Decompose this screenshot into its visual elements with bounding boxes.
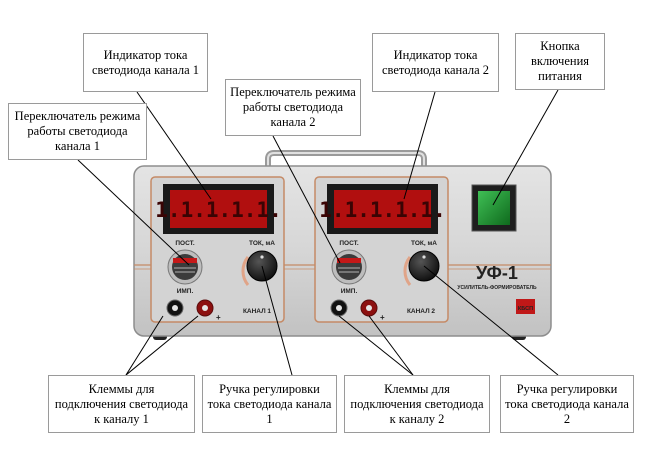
- channel2-mode-switch[interactable]: [336, 254, 362, 280]
- model-subtitle: УСИЛИТЕЛЬ-ФОРМИРОВАТЕЛЬ: [457, 285, 537, 291]
- leader-terminals2b: [368, 315, 414, 376]
- leader-terminals1a: [125, 315, 164, 376]
- channel2-display: [334, 190, 431, 228]
- callout-switch1: Переключатель режима работы светодиода к…: [8, 103, 147, 160]
- callout-terminals2: Клеммы для подключения светодиода к кана…: [344, 375, 490, 433]
- channel2-switch-top-label: ПОСТ.: [339, 240, 358, 247]
- callout-switch2: Переключатель режима работы светодиода к…: [225, 79, 361, 136]
- channel1-terminal-positive-hole: [202, 305, 208, 311]
- leader-lines: [77, 89, 559, 376]
- brand-logo-text: КБСП: [518, 306, 533, 312]
- channel2-terminal-positive-hole: [366, 305, 372, 311]
- callout-terminals1: Клеммы для подключения светодиода к кана…: [48, 375, 195, 433]
- channel2-mode-switch-red-band: [337, 258, 361, 263]
- channel2-plus-label: +: [380, 313, 385, 322]
- channel1-plus-label: +: [216, 313, 221, 322]
- leader-terminals2a: [338, 315, 414, 376]
- channel1-mode-switch-red-band: [173, 258, 197, 263]
- brand-logo: [516, 299, 535, 314]
- leader-indicator2: [403, 91, 436, 200]
- channel2-knob-pointer: [422, 255, 426, 259]
- callout-knob1: Ручка регулировки тока светодиода канала…: [202, 375, 337, 433]
- channel1-current-label: ТОК, мА: [249, 240, 275, 247]
- callout-power: Кнопка включения питания: [515, 33, 605, 90]
- channel2-current-label: ТОК, мА: [411, 240, 437, 247]
- channel2-terminal-negative-hole: [336, 305, 342, 311]
- leader-knob1: [261, 265, 293, 376]
- channel2-name-label: КАНАЛ 2: [407, 308, 435, 315]
- leader-knob2: [423, 265, 559, 376]
- leader-power: [492, 89, 559, 206]
- callout-knob2: Ручка регулировки тока светодиода канала…: [500, 375, 634, 433]
- channel1-display: [170, 190, 267, 228]
- channel1-knob-scale-arc: [241, 256, 250, 286]
- leader-indicator1: [136, 91, 212, 200]
- channel1-switch-bottom-label: ИМП.: [177, 288, 194, 295]
- channel2-switch-bottom-label: ИМП.: [341, 288, 358, 295]
- channel2-knob-scale-arc: [403, 256, 412, 286]
- channel1-display-digits: 1.1.1.1.1.: [155, 198, 281, 222]
- callout-indicator1: Индикатор тока светодиода канала 1: [83, 33, 208, 92]
- leader-switch2: [272, 135, 341, 264]
- leader-terminals1b: [125, 315, 199, 376]
- channel1-terminal-negative-hole: [172, 305, 178, 311]
- model-label: УФ-1: [476, 263, 518, 283]
- channel2-display-digits: 1.1.1.1.1.: [319, 198, 445, 222]
- channel1-mode-switch[interactable]: [172, 254, 198, 280]
- channel1-switch-top-label: ПОСТ.: [175, 240, 194, 247]
- channel1-name-label: КАНАЛ 1: [243, 308, 271, 315]
- channel1-knob-pointer: [260, 255, 264, 259]
- power-button[interactable]: [478, 191, 510, 225]
- leader-switch1: [77, 159, 190, 266]
- callout-indicator2: Индикатор тока светодиода канала 2: [372, 33, 499, 92]
- carry-handle-highlight: [267, 152, 425, 171]
